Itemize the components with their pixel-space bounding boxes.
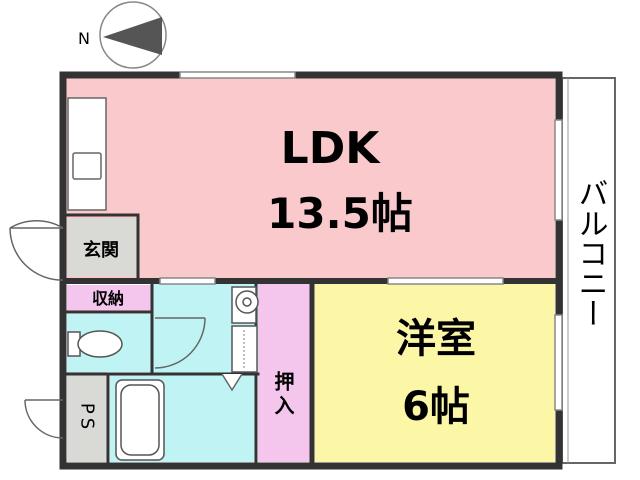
window-top — [179, 71, 296, 79]
compass: N — [78, 1, 167, 69]
storage-area — [67, 285, 152, 311]
toilet-fixture — [67, 330, 123, 358]
western-size: 6帖 — [402, 384, 470, 430]
ldk-label: LDK — [281, 123, 382, 174]
washing-machine-pan — [231, 325, 258, 373]
entrance-door — [9, 219, 64, 281]
door-ldk-left — [159, 277, 216, 285]
windows — [159, 71, 563, 411]
wash-basin — [231, 286, 259, 324]
western-label: 洋室 — [396, 316, 476, 362]
walls — [59, 71, 563, 470]
closet-area — [258, 284, 310, 462]
closet-label: 押入 — [271, 370, 295, 419]
ps-label: PS — [77, 403, 98, 433]
washroom-door — [154, 317, 243, 392]
door-western — [387, 277, 504, 285]
kitchen-counter — [67, 97, 107, 211]
entrance-area — [67, 218, 137, 276]
ps-door — [24, 399, 64, 439]
bathtub — [115, 379, 165, 461]
balcony — [561, 77, 616, 464]
window-right-lower — [554, 314, 563, 411]
ldk-area — [65, 77, 555, 278]
compass-label: N — [78, 29, 90, 48]
balcony-label: バルコニー — [573, 178, 608, 328]
ps-area — [67, 372, 107, 462]
ldk-size: 13.5帖 — [267, 189, 413, 238]
storage-label: 収納 — [92, 289, 124, 308]
balcony-outline — [561, 77, 616, 464]
entrance-label: 玄関 — [83, 239, 119, 261]
window-right-upper — [554, 119, 563, 221]
compass-needle — [103, 17, 162, 55]
western-room-area — [315, 284, 555, 462]
